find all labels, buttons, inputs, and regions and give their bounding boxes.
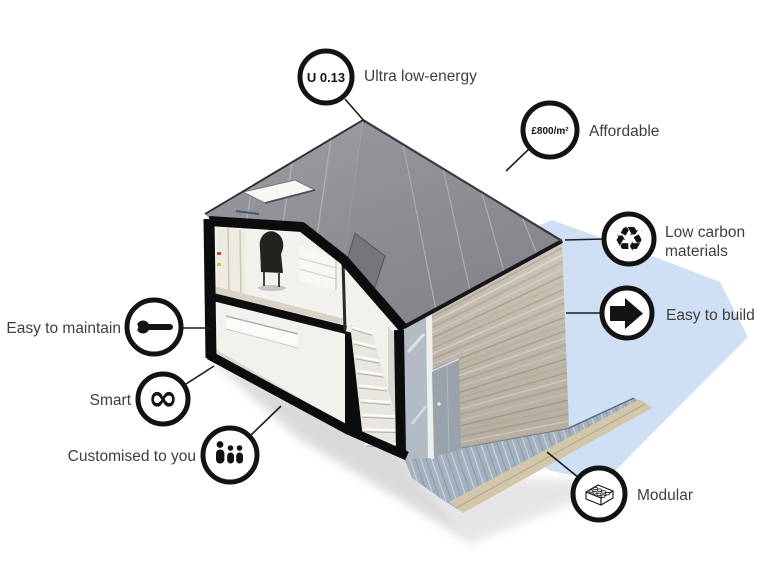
connector-affordable <box>505 148 530 172</box>
house-shadow <box>207 356 470 542</box>
label-easy-to-build: Easy to build <box>666 307 755 324</box>
armchair <box>258 231 286 291</box>
wrench-icon <box>130 320 173 334</box>
callout-connectors <box>182 98 605 479</box>
connector-customised <box>249 405 282 437</box>
connector-modular <box>546 451 580 479</box>
callout-smart: ∞ Smart <box>90 371 191 427</box>
floor-slab <box>212 293 347 334</box>
callout-low-carbon-materials: ♻ Low carbon materials <box>601 211 745 267</box>
roof-left-slope <box>205 120 363 258</box>
door-handle <box>437 402 441 406</box>
u-value-circle <box>297 48 355 106</box>
recycle-circle <box>601 211 657 267</box>
lego-brick-icon <box>585 484 614 506</box>
door-frame <box>426 313 434 459</box>
connector-smart <box>185 365 215 385</box>
shelf <box>298 246 337 290</box>
deck-edge-border <box>449 399 652 513</box>
connector-low-carbon <box>564 238 605 241</box>
callout-affordable: £800/m² Affordable <box>520 100 659 160</box>
cut-frame <box>203 216 409 461</box>
callout-easy-to-maintain: Easy to maintain <box>6 297 184 357</box>
glass-panel <box>403 316 430 459</box>
callout-ultra-low-energy: U 0.13 Ultra low-energy <box>297 48 477 106</box>
roof-eave-trim <box>403 239 563 329</box>
label-low-carbon-line1: Low carbon <box>665 224 745 241</box>
arrow-right-icon <box>610 298 643 329</box>
u-value-badge: U 0.13 <box>307 70 345 85</box>
label-affordable: Affordable <box>589 123 659 140</box>
callout-easy-to-build: Easy to build <box>599 285 755 341</box>
label-smart: Smart <box>90 392 132 409</box>
staircase <box>350 324 404 448</box>
price-circle <box>520 100 580 160</box>
door <box>431 358 461 456</box>
roof-verge-edge <box>204 119 364 215</box>
infinity-circle <box>135 371 191 427</box>
gutter-detail <box>235 210 260 215</box>
label-ultra-low-energy: Ultra low-energy <box>364 68 477 85</box>
label-customised-to-you: Customised to you <box>68 448 196 465</box>
price-badge: £800/m² <box>531 126 569 137</box>
connector-ultra-low-energy <box>344 98 366 123</box>
label-low-carbon-line2: materials <box>665 243 728 260</box>
label-easy-to-maintain: Easy to maintain <box>6 320 121 337</box>
family-icon <box>216 441 243 464</box>
lower-room-window <box>225 315 299 349</box>
roof-ridge <box>362 119 563 242</box>
callout-customised-to-you: Customised to you <box>68 425 260 485</box>
upper-floor <box>214 286 345 325</box>
label-modular: Modular <box>637 487 693 504</box>
infinity-icon: ∞ <box>148 378 178 419</box>
recycle-icon: ♻ <box>614 220 644 260</box>
roof-right-slope <box>344 120 562 327</box>
callout-modular: Modular <box>570 465 693 523</box>
